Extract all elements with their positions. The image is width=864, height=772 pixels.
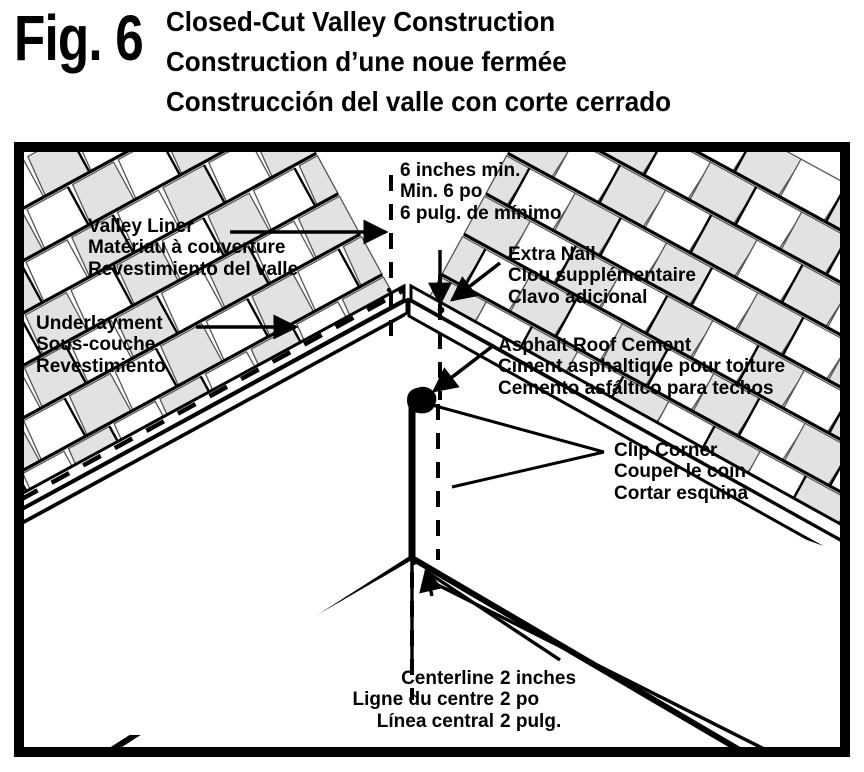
callout-extra-nail-es: Clavo adicional	[508, 286, 648, 308]
callout-clip-corner-en: Clip Corner	[614, 440, 718, 461]
callout-underlayment-es: Revestimiento	[36, 355, 166, 377]
callout-centerline-es: Línea central	[376, 710, 494, 732]
callout-six-inches: 6 inches min. Min. 6 po 6 pulg. de mínim…	[400, 160, 562, 224]
callout-underlayment-en: Underlayment	[36, 313, 163, 334]
callout-clip-corner-es: Cortar esquina	[614, 482, 749, 504]
callout-asphalt-cement-en: Asphalt Roof Cement	[498, 335, 692, 356]
title-block: Fig. 6 Closed-Cut Valley Construction Co…	[0, 0, 864, 138]
callout-valley-liner-en: Valley Liner	[88, 216, 194, 237]
figure-title-fr: Construction d’une noue fermée	[166, 46, 567, 77]
callout-two-inches: 2 inches 2 po 2 pulg.	[500, 668, 576, 732]
callout-two-inches-es: 2 pulg.	[500, 710, 562, 732]
callout-six-inches-en: 6 inches min.	[400, 160, 521, 181]
callout-centerline: Centerline Ligne du centre Línea central	[196, 668, 494, 732]
callout-two-inches-fr: 2 po	[500, 689, 540, 711]
callout-asphalt-cement-fr: Ciment asphaltique pour toiture	[498, 356, 786, 378]
callout-extra-nail: Extra Nail Clou supplémentaire Clavo adi…	[508, 244, 696, 308]
callout-valley-liner-es: Revestimiento del valle	[88, 258, 299, 280]
callout-underlayment: Underlayment Sous-couche Revestimiento	[36, 313, 166, 377]
callout-underlayment-fr: Sous-couche	[36, 334, 156, 356]
callout-six-inches-fr: Min. 6 po	[400, 181, 483, 203]
callout-asphalt-cement: Asphalt Roof Cement Ciment asphaltique p…	[498, 335, 785, 399]
callout-extra-nail-fr: Clou supplémentaire	[508, 265, 696, 287]
callout-asphalt-cement-es: Cemento asfáltico para techos	[498, 377, 774, 399]
figure-title-es: Construcción del valle con corte cerrado	[166, 86, 672, 117]
callout-valley-liner: Valley Liner Matériau à couverture Reves…	[88, 216, 298, 280]
callout-valley-liner-fr: Matériau à couverture	[88, 237, 286, 259]
figure-title-en: Closed-Cut Valley Construction	[166, 6, 556, 37]
callout-centerline-en: Centerline	[401, 668, 494, 689]
figure-number-label: Fig. 6	[14, 2, 144, 74]
callout-clip-corner: Clip Corner Couper le coin Cortar esquin…	[614, 440, 748, 504]
callout-two-inches-en: 2 inches	[500, 668, 577, 689]
callout-clip-corner-fr: Couper le coin	[614, 461, 746, 483]
callout-extra-nail-en: Extra Nail	[508, 244, 596, 265]
callout-six-inches-es: 6 pulg. de mínimo	[400, 202, 562, 224]
callout-centerline-fr: Ligne du centre	[352, 689, 494, 711]
